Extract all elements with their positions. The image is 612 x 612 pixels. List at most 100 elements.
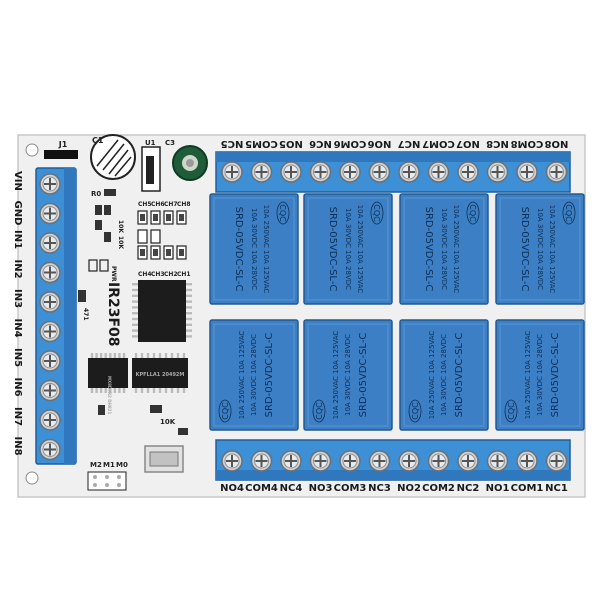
relay-model: SRD-05VDC-SL-C (519, 207, 530, 292)
label-m0: M0 (116, 461, 128, 469)
label-r-left-1: 10K (117, 220, 124, 233)
relay-model: SRD-05VDC-SL-C (423, 207, 434, 292)
input-label-vin: VIN (12, 171, 23, 191)
label-pwr: PWR (110, 266, 117, 282)
bottom-terminal-block (215, 439, 571, 481)
relay-model: SRD-05VDC-SL-C (264, 333, 275, 418)
bottom-screw-no3 (309, 450, 332, 472)
bottom-screw-com4 (250, 450, 273, 472)
input-screw-in1 (39, 232, 61, 254)
bottom-label-no1: NO1 (486, 483, 510, 494)
top-label-com8: COM8 (511, 138, 544, 149)
label-r0: R0 (91, 190, 101, 198)
input-screw-in3 (39, 291, 61, 313)
top-screw-nc7 (398, 161, 420, 183)
top-screw-com5 (250, 161, 273, 183)
relay-brand: CQC (221, 402, 230, 420)
relay-rating-ac: 10A 250VAC 10A 125VAC (428, 331, 436, 420)
mode-jumpers: M2 M1 M0 (87, 461, 128, 491)
led-label-ch1: CH1 (177, 271, 191, 278)
led-label-ch7: CH7 (164, 201, 178, 208)
top-screw-nc8 (486, 161, 509, 183)
chip-a-marking: MX8D9R2 DH821 (107, 376, 112, 414)
bottom-label-nc2: NC2 (457, 483, 480, 494)
input-screw-in5 (39, 350, 61, 372)
bottom-screw-no4 (221, 450, 243, 472)
bottom-label-com2: COM2 (422, 483, 455, 494)
relay-model: SRD-05VDC-SL-C (454, 333, 465, 418)
relay-rating-dc: 10A 30VDC 10A 28VDC (440, 334, 448, 416)
led-label-ch6: CH6 (151, 201, 165, 208)
relay-rating-ac: 10A 250VAC 10A 125VAC (548, 205, 556, 294)
relay-rating-dc: 10A 30VDC 10A 28VDC (536, 334, 544, 416)
relay-rating-ac: 10A 250VAC 10A 125VAC (262, 205, 270, 294)
input-label-gnd: GND (12, 201, 23, 226)
relay-model: SRD-05VDC-SL-C (327, 207, 338, 292)
input-label-in5: IN5 (12, 348, 23, 367)
top-screw-no6 (368, 161, 391, 183)
bottom-label-com4: COM4 (245, 483, 278, 494)
relay-rating-dc: 10A 30VDC 10A 28VDC (250, 208, 258, 290)
relay-rating-ac: 10A 250VAC 10A 125VAC (238, 331, 246, 420)
relay-brand: CQC (564, 204, 573, 222)
input-screw-in2 (39, 261, 61, 284)
input-screw-in8 (39, 438, 61, 461)
led-label-ch8: CH8 (177, 201, 191, 208)
top-label-no5: NO5 (279, 138, 303, 149)
relay-7: CQC 10A 250VAC 10A 125VAC 10A 30VDC 10A 28… (399, 319, 489, 431)
top-terminal-block (215, 151, 571, 193)
led-label-ch2: CH2 (164, 271, 178, 278)
led-label-ch5: CH5 (138, 201, 152, 208)
bottom-label-no2: NO2 (397, 483, 421, 494)
relay-model: SRD-05VDC-SL-C (358, 333, 369, 418)
relay-rating-dc: 10A 30VDC 10A 28VDC (536, 208, 544, 290)
input-screw-in6 (39, 379, 61, 402)
relay-rating-dc: 10A 30VDC 10A 28VDC (344, 334, 352, 416)
input-label-in2: IN2 (12, 260, 23, 279)
chip-b-marking: KPFLLA1 20492M (136, 372, 185, 378)
input-screw-in7 (39, 409, 61, 431)
relay-brand: CQC (315, 402, 324, 420)
led-label-ch3: CH3 (151, 271, 165, 278)
bottom-screw-nc4 (280, 450, 302, 472)
top-label-no7: NO7 (456, 138, 480, 149)
relay-brand: CQC (278, 204, 287, 222)
top-label-com7: COM7 (422, 138, 455, 149)
input-screw-vin (39, 173, 61, 195)
board-model-label: IR23F08 (105, 282, 121, 347)
top-label-com5: COM5 (245, 138, 278, 149)
relay-model: SRD-05VDC-SL-C (550, 333, 561, 418)
bottom-label-no3: NO3 (309, 483, 333, 494)
mount-hole-top-left (25, 143, 39, 157)
label-m2: M2 (90, 461, 102, 469)
bottom-label-com1: COM1 (511, 483, 544, 494)
input-screw-gnd (39, 202, 61, 225)
led-label-ch4: CH4 (138, 271, 152, 278)
relay-rating-ac: 10A 250VAC 10A 125VAC (332, 331, 340, 420)
j1-jumper (44, 150, 78, 159)
relay-rating-ac: 10A 250VAC 10A 125VAC (452, 205, 460, 294)
top-label-com6: COM6 (334, 138, 367, 149)
relay-rating-ac: 10A 250VAC 10A 125VAC (356, 205, 364, 294)
top-label-no8: NO8 (545, 138, 569, 149)
top-screw-no7 (457, 161, 479, 183)
top-screw-no8 (545, 161, 568, 183)
relay-brand: CQC (411, 402, 420, 420)
bottom-label-no4: NO4 (220, 483, 244, 494)
top-screw-nc5 (221, 161, 243, 183)
input-label-in8: IN8 (12, 437, 23, 456)
relay-array: CQC 10A 250VAC 10A 125VAC 10A 30VDC 10A 28… (209, 193, 585, 431)
bottom-label-com3: COM3 (334, 483, 367, 494)
relay-rating-dc: 10A 30VDC 10A 28VDC (344, 208, 352, 290)
input-label-in3: IN3 (12, 289, 23, 308)
